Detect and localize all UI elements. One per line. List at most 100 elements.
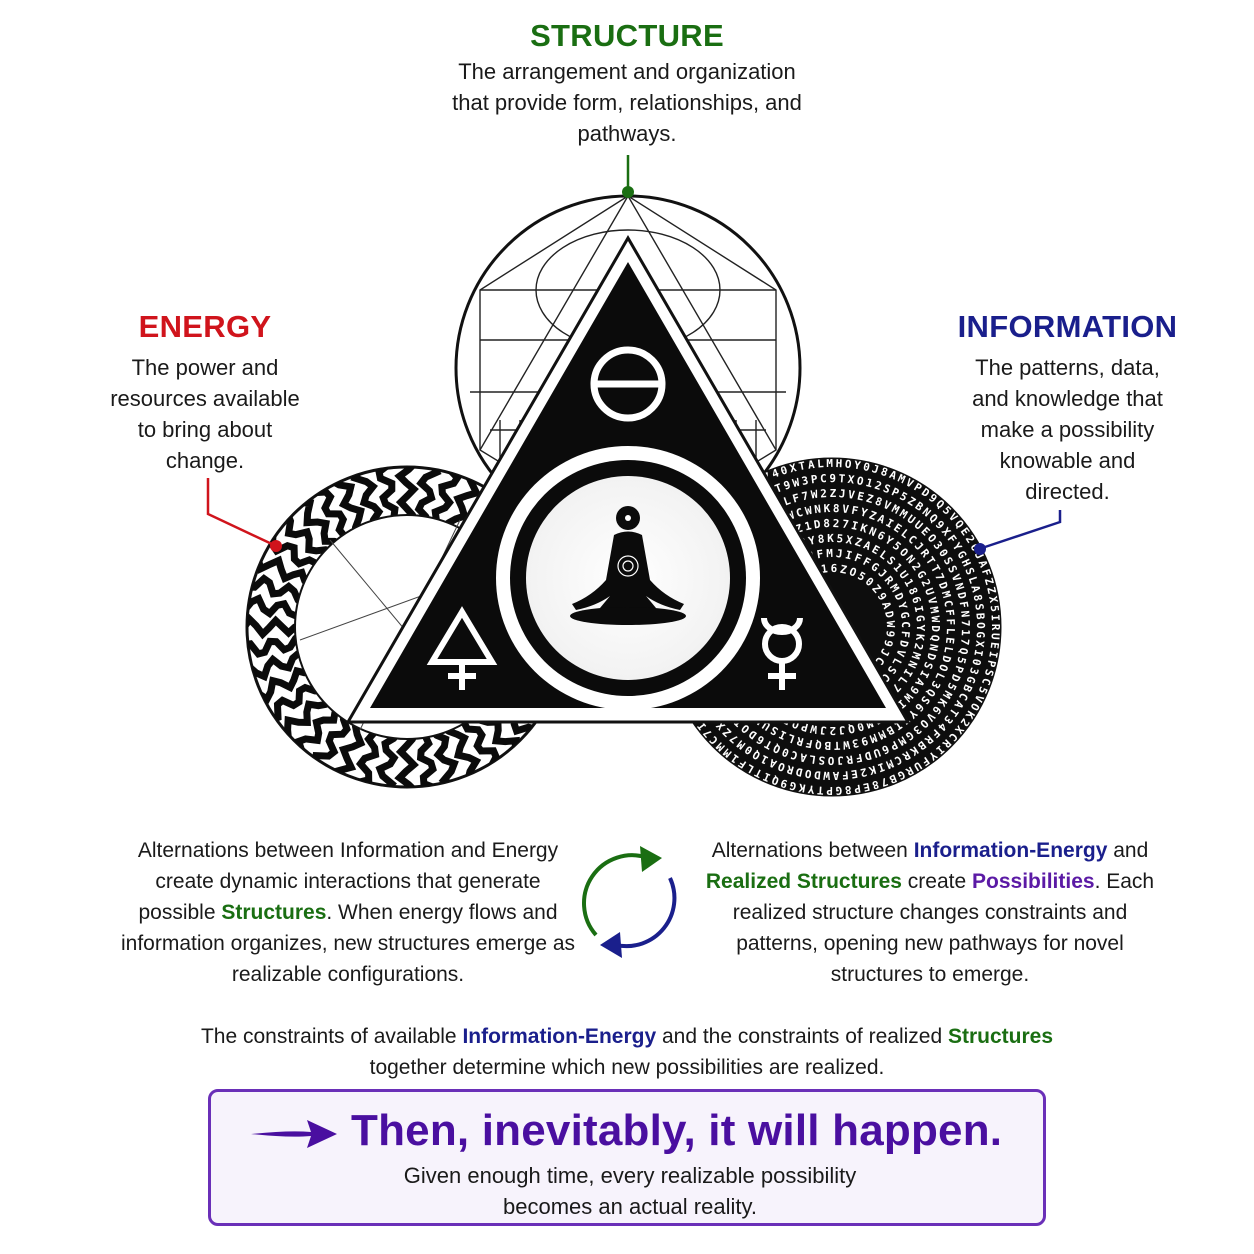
information-glyph: L <box>817 457 825 470</box>
information-glyph: I <box>844 548 853 562</box>
information-glyph: Y <box>807 782 816 796</box>
information-glyph: F <box>979 567 993 578</box>
information-glyph: R <box>989 624 1002 631</box>
information-glyph: P <box>810 473 819 487</box>
information-glyph: G <box>898 611 912 620</box>
information-glyph: 2 <box>873 479 883 493</box>
information-glyph: Z <box>839 563 848 577</box>
energy-ray <box>254 554 309 585</box>
information-glyph: 1 <box>959 629 972 637</box>
information-glyph: I <box>971 649 985 658</box>
energy-ray <box>309 488 348 539</box>
information-glyph: O <box>856 474 865 488</box>
information-glyph: S <box>945 563 960 575</box>
information-glyph: D <box>924 651 938 661</box>
information-glyph: 8 <box>871 778 881 792</box>
information-glyph: D <box>948 672 963 683</box>
information-glyph: I <box>986 650 1000 659</box>
information-glyph: 6 <box>830 562 837 575</box>
energy-ray <box>247 650 302 682</box>
information-glyph: L <box>782 494 793 509</box>
information-glyph: N <box>958 610 972 618</box>
information-glyph: O <box>776 759 787 774</box>
information-glyph: W <box>823 769 830 782</box>
information-glyph: 1 <box>820 562 829 576</box>
information-glyph: P <box>890 485 902 500</box>
information-glyph: D <box>955 591 969 601</box>
information-glyph: 5 <box>954 655 968 665</box>
energy-description: The power and resources available to bri… <box>110 355 300 473</box>
information-glyph: V <box>881 498 893 513</box>
bottom-paragraph-part2: and the constraints of realized <box>656 1025 948 1048</box>
information-glyph: 7 <box>959 620 972 627</box>
theta-symbol-icon <box>590 346 666 422</box>
information-glyph: X <box>986 595 1000 604</box>
information-glyph: I <box>917 668 932 680</box>
information-glyph: D <box>863 748 873 762</box>
information-glyph: I <box>912 605 926 614</box>
information-glyph: 0 <box>779 463 789 477</box>
energy-ray <box>284 700 330 744</box>
information-glyph: 2 <box>859 765 868 779</box>
information-title: INFORMATION <box>957 309 1178 344</box>
information-glyph: D <box>794 765 804 779</box>
left-paragraph-part2: . When energy flows and information orga… <box>120 901 576 986</box>
right-paragraph-part2: and <box>1107 839 1149 862</box>
information-glyph: S <box>921 660 936 671</box>
energy-ray <box>375 467 399 520</box>
information-glyph: 8 <box>817 532 825 546</box>
information-glyph: G <box>963 674 978 685</box>
energy-ray <box>328 723 366 777</box>
information-glyph: O <box>844 458 852 472</box>
information-glyph: D <box>813 768 821 782</box>
information-glyph: K <box>827 532 834 545</box>
information-glyph: 8 <box>823 517 830 530</box>
information-glyph: J <box>871 462 881 476</box>
information-glyph: 2 <box>832 517 839 530</box>
information-glyph: T <box>833 739 841 752</box>
information-glyph: 0 <box>862 460 871 474</box>
information-glyph: E <box>988 641 1002 649</box>
information-glyph: Z <box>830 487 837 500</box>
information-glyph: A <box>968 584 982 594</box>
information-glyph: Y <box>859 506 869 520</box>
information-glyph: Z <box>982 576 996 586</box>
right-paragraph: Alternations between Information-Energy … <box>690 835 1170 990</box>
information-glyph: F <box>957 600 971 609</box>
energy-ray <box>247 574 302 604</box>
information-glyph: C <box>899 621 912 628</box>
information-glyph: U <box>871 746 882 761</box>
energy-ray <box>268 683 319 724</box>
information-glyph: U <box>988 633 1001 641</box>
information-glyph: C <box>941 599 955 608</box>
information-glyph: Q <box>790 717 801 732</box>
information-glyph: A <box>976 558 991 569</box>
information-glyph: E <box>943 637 957 645</box>
left-paragraph-part1: Alternations between Information and Ene… <box>137 839 559 924</box>
information-glyph: J <box>877 647 892 659</box>
energy-ray <box>296 499 339 545</box>
information-glyph: F <box>853 551 864 565</box>
right-paragraph-highlight-realized-structures: Realized Structures <box>705 870 902 893</box>
information-glyph: B <box>973 612 986 620</box>
information-glyph: 1 <box>803 519 813 533</box>
energy-ray <box>414 467 442 521</box>
information-glyph: F <box>898 630 912 638</box>
information-glyph: 5 <box>988 604 1002 612</box>
information-glyph: F <box>816 547 825 561</box>
information-glyph: L <box>944 628 957 635</box>
energy-ray <box>328 477 365 531</box>
information-glyph: X <box>788 461 798 475</box>
energy-ray <box>247 593 300 620</box>
information-glyph: J <box>819 723 827 737</box>
information-glyph: S <box>982 668 996 678</box>
information-glyph: U <box>922 586 937 597</box>
information-glyph: 9 <box>860 734 870 748</box>
information-glyph: X <box>847 473 856 487</box>
information-glyph: F <box>850 504 859 518</box>
information-glyph: D <box>929 625 942 632</box>
information-glyph: 4 <box>770 466 781 481</box>
information-glyph: I <box>761 770 772 785</box>
information-glyph: Z <box>867 508 878 523</box>
information-glyph: S <box>818 753 826 766</box>
